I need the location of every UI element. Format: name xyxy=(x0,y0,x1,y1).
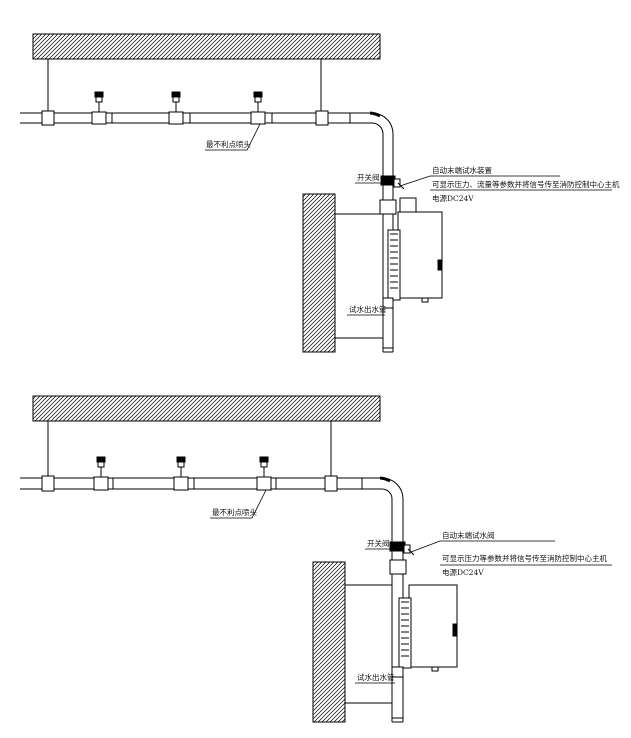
label-device-function: 可显示压力、流量等参数并将信号传至消防控制中心主机 xyxy=(432,180,620,189)
sprinkler-head xyxy=(93,456,109,491)
label-test-drain-pipe: 试水出水管 xyxy=(357,673,395,682)
pipe-hangers xyxy=(47,421,332,478)
label-device-name: 自动末端试水装置 xyxy=(432,166,492,175)
label-switch-valve: 开关阀 xyxy=(357,173,380,182)
label-test-drain-pipe: 试水出水管 xyxy=(349,305,387,314)
wall-block xyxy=(302,193,336,353)
diagram-2 xyxy=(20,395,612,723)
pipe-hangers xyxy=(47,59,322,113)
pipe-fittings xyxy=(41,110,351,126)
label-device-function: 可显示压力等参数并将信号传至消防控制中心主机 xyxy=(442,554,607,563)
brackets xyxy=(345,584,392,704)
ceiling-slab xyxy=(32,33,381,60)
label-unfavorable-sprinkler: 最不利点喷头 xyxy=(212,508,257,517)
pipe-bend-mark xyxy=(369,111,381,118)
switch-valve-symbol xyxy=(389,541,415,556)
test-device-unit xyxy=(379,197,443,309)
label-unfavorable-sprinkler: 最不利点喷头 xyxy=(206,140,251,149)
label-device-power: 电源DC24V xyxy=(442,568,484,577)
switch-valve-symbol xyxy=(380,175,405,190)
sprinkler-head xyxy=(250,91,266,125)
label-switch-valve: 开关阀 xyxy=(367,539,390,548)
test-valve-unit xyxy=(389,559,458,678)
wall-block xyxy=(312,561,346,723)
sprinkler-head xyxy=(256,456,272,491)
diagram-1 xyxy=(20,33,612,353)
sprinkler-head xyxy=(173,456,189,491)
sprinkler-head xyxy=(168,91,184,125)
sprinkler-head xyxy=(91,91,107,125)
label-device-power: 电源DC24V xyxy=(432,194,474,203)
main-pipe xyxy=(20,112,394,353)
brackets xyxy=(335,213,383,339)
leader-lines xyxy=(205,123,612,316)
ceiling-slab xyxy=(32,395,381,422)
pipe-bend-mark xyxy=(379,476,391,483)
label-device-name: 自动末端试水阀 xyxy=(442,531,495,540)
pipe-fittings xyxy=(41,475,363,492)
